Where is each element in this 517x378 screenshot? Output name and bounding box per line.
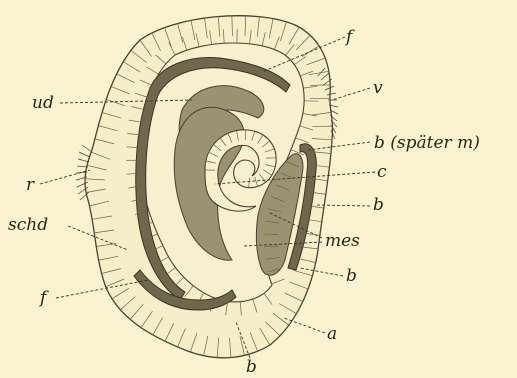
label-c: c: [377, 162, 387, 182]
label-f-top: f: [344, 27, 355, 47]
label-mes: mes: [325, 231, 360, 251]
cell-stroke: [264, 234, 278, 235]
leader-a: [284, 318, 325, 333]
cell-stroke: [310, 85, 330, 86]
leader-v: [332, 88, 370, 100]
label-a: a: [327, 324, 337, 344]
cell-stroke: [245, 130, 246, 140]
label-b-right: b: [373, 195, 384, 215]
label-ud: ud: [32, 93, 54, 113]
label-schd: schd: [8, 215, 48, 235]
cell-stroke: [232, 16, 233, 36]
label-r: r: [26, 175, 35, 195]
label-f-bottom: f: [38, 288, 49, 308]
label-b-lower-right: b: [346, 266, 357, 286]
label-b-bottom: b: [246, 357, 257, 377]
label-b-spaeter-m: b (später m): [374, 133, 480, 153]
label-v: v: [373, 78, 383, 98]
